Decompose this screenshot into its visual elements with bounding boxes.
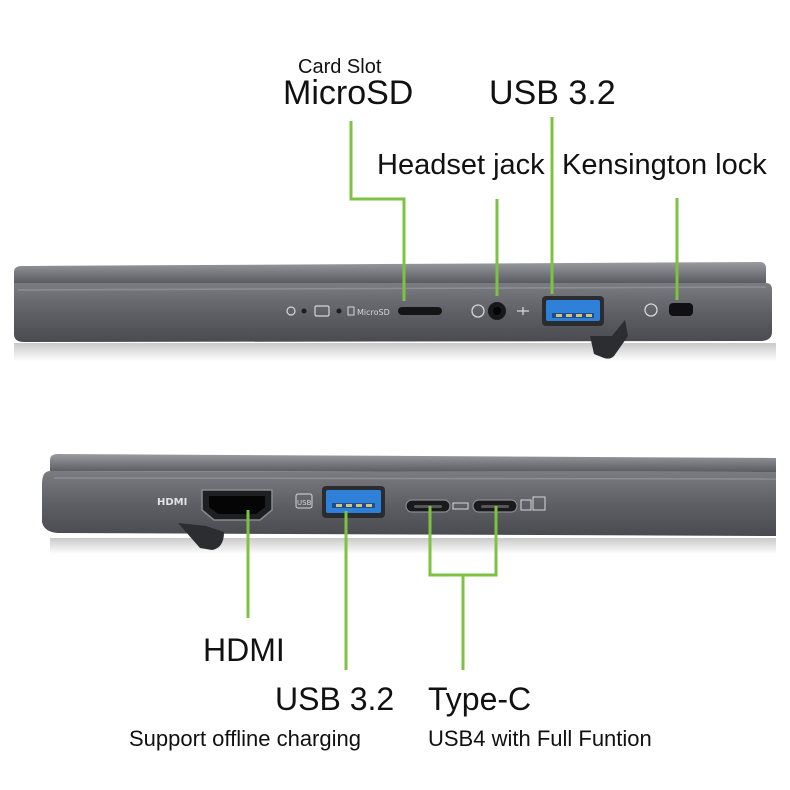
top-shadow bbox=[14, 343, 776, 361]
lock-icon bbox=[644, 303, 658, 317]
bottom-callout-lines bbox=[246, 506, 498, 670]
headset-icon bbox=[471, 304, 485, 318]
headset-port bbox=[471, 302, 506, 320]
top-hinge-foot bbox=[590, 320, 628, 359]
usb-icon bbox=[517, 307, 529, 315]
headset-jack-label: Headset jack bbox=[377, 149, 545, 181]
microsd-mark: MicroSD bbox=[357, 308, 390, 317]
microsd-callout-line bbox=[349, 121, 406, 301]
hdmi-label: HDMI bbox=[203, 632, 285, 668]
top-lid bbox=[14, 262, 766, 283]
usb-charge-icon bbox=[295, 493, 313, 509]
kensington-lock-label: Kensington lock bbox=[562, 149, 767, 181]
led-indicators: MicroSD bbox=[286, 305, 390, 317]
hdmi-port: HDMI bbox=[157, 489, 273, 521]
typec-usb4-note: USB4 with Full Funtion bbox=[428, 726, 652, 751]
usb-a-port-bottom: USB bbox=[295, 486, 385, 518]
hdmi-mark: HDMI bbox=[157, 497, 187, 508]
top-base bbox=[14, 283, 772, 342]
battery-led-icon bbox=[314, 305, 330, 317]
typec-ports bbox=[405, 496, 546, 513]
bottom-lid bbox=[50, 454, 776, 472]
usb-mark: USB bbox=[297, 499, 312, 507]
typec-label: Type-C bbox=[428, 681, 532, 717]
power-led-icon bbox=[286, 306, 296, 316]
usb-top-label: USB 3.2 bbox=[489, 74, 616, 112]
kensington-lock-port bbox=[644, 303, 693, 317]
sd-card-icon bbox=[347, 306, 355, 316]
bottom-hinge-foot bbox=[178, 523, 224, 550]
usb-bottom-label: USB 3.2 bbox=[275, 681, 395, 717]
usb-a-port-top bbox=[517, 296, 604, 326]
bottom-shadow bbox=[50, 538, 776, 554]
microsd-label: MicroSD bbox=[283, 74, 414, 112]
laptop-top-view: MicroSD bbox=[14, 117, 776, 361]
card-slot-label: Card Slot bbox=[298, 56, 382, 78]
top-callout-lines bbox=[349, 117, 679, 301]
displayport-icon bbox=[520, 499, 532, 511]
microsd-slot bbox=[398, 307, 442, 315]
laptop-bottom-view: HDMI USB bbox=[42, 454, 777, 670]
thunderbolt-icon bbox=[452, 502, 469, 510]
usb-offline-charging-note: Support offline charging bbox=[129, 726, 361, 751]
